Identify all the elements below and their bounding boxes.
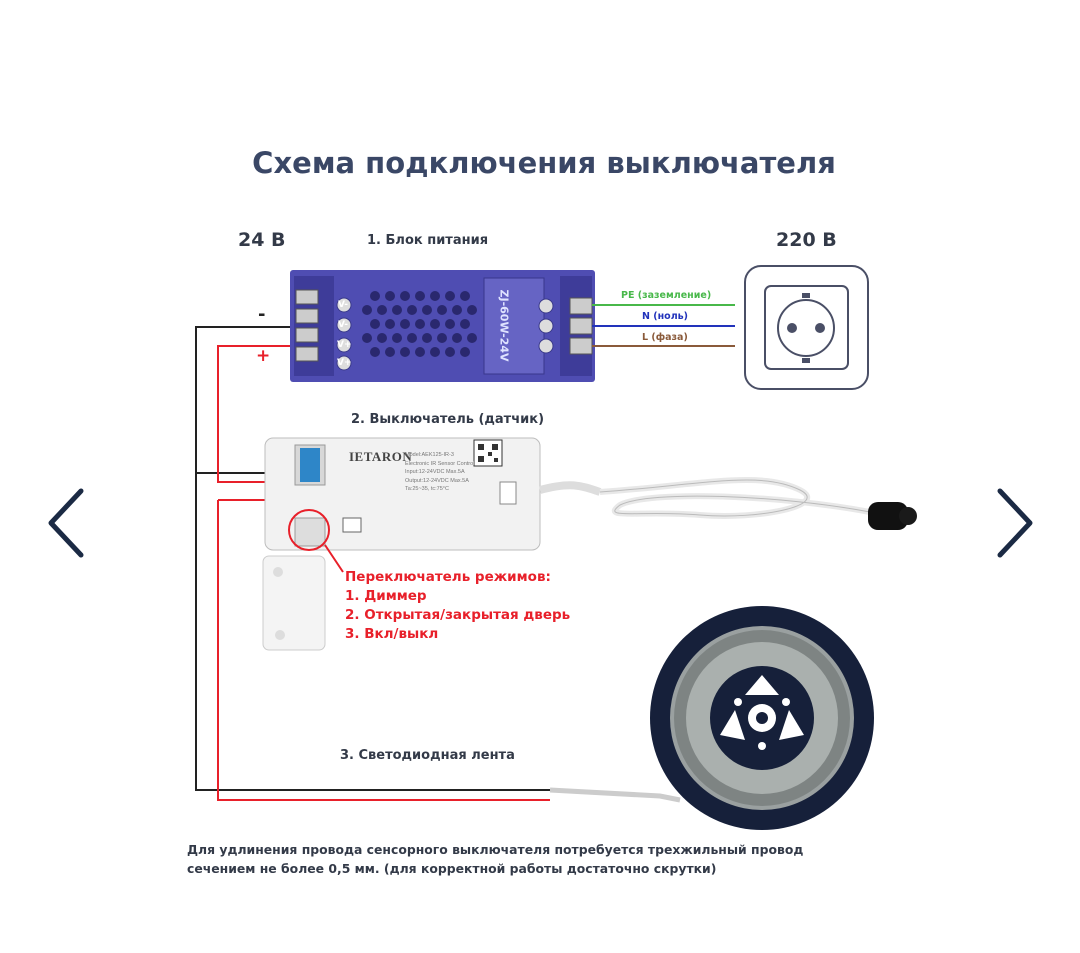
sensor-brand: IETARON — [349, 449, 413, 464]
strip-label: 3. Светодиодная лента — [340, 748, 515, 763]
footer-note: Для удлинения провода сенсорного выключа… — [187, 840, 803, 878]
power-socket — [744, 265, 869, 390]
next-button[interactable] — [990, 485, 1040, 561]
sensor-spec-line: Input:12-24VDC Max.5A — [405, 469, 465, 476]
mode-switch-legend: Переключатель режимов: 1. Диммер 2. Откр… — [345, 568, 570, 644]
footer-line: Для удлинения провода сенсорного выключа… — [187, 842, 804, 857]
led-reel — [549, 606, 874, 830]
page-title: Схема подключения выключателя — [252, 146, 836, 180]
mode-item: 3. Вкл/выкл — [345, 626, 439, 642]
voltage-220v-label: 220 В — [776, 229, 837, 251]
red-wire-strip — [217, 500, 550, 801]
chevron-right-icon — [997, 488, 1033, 558]
mode-switch-heading: Переключатель режимов: — [345, 569, 551, 585]
switch-cover — [262, 555, 326, 651]
sensor-spec-line: Output:12-24VDC Max.5A — [405, 477, 469, 484]
prev-button[interactable] — [43, 485, 93, 561]
voltage-24v-label: 24 В — [238, 229, 286, 251]
n-wire-label: N (ноль) — [642, 311, 688, 322]
sensor-spec-line: Model:AEK125-IR-3 — [405, 452, 454, 458]
sensor-spec-line: Ta:25~35, tc:75°C — [405, 486, 449, 493]
psu-terminal-4: V+ — [337, 358, 352, 368]
psu-terminal-2: V- — [338, 320, 349, 330]
psu-terminal-3: V+ — [337, 340, 352, 350]
plus-sign: + — [256, 346, 271, 366]
pe-wire-label: PE (заземление) — [621, 290, 712, 301]
sensor-spec-line: Electronic IR Sensor Control — [405, 460, 475, 467]
sensor-specs: Model:AEK125-IR-3 Electronic IR Sensor C… — [405, 451, 474, 494]
l-wire-label: L (фаза) — [642, 332, 688, 343]
mode-item: 2. Открытая/закрытая дверь — [345, 607, 571, 623]
sensor-switch — [264, 437, 917, 551]
switch-label: 2. Выключатель (датчик) — [351, 412, 545, 427]
mode-item: 1. Диммер — [345, 588, 427, 604]
psu-model-text: ZJ-60W-24V — [497, 289, 511, 362]
psu-label: 1. Блок питания — [367, 233, 489, 248]
black-wire — [195, 326, 318, 474]
chevron-left-icon — [48, 488, 84, 558]
footer-line: сечением не более 0,5 мм. (для корректно… — [187, 861, 717, 876]
psu-terminal-1: V- — [338, 300, 349, 310]
minus-sign: - — [258, 304, 266, 325]
black-wire-strip — [195, 473, 550, 791]
power-supply — [290, 270, 595, 382]
